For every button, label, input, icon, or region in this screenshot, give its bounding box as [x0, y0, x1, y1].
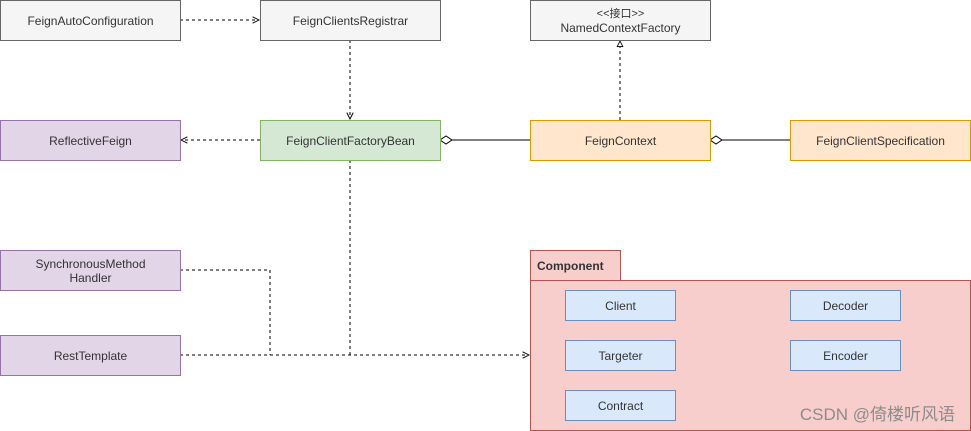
- node-label: FeignAutoConfiguration: [27, 13, 154, 28]
- aggregation-diamond-feigncontext: [709, 135, 723, 145]
- node-label: NamedContextFactory: [560, 20, 681, 35]
- component-item-targeter[interactable]: Targeter: [565, 340, 676, 371]
- node-reflective-feign[interactable]: ReflectiveFeign: [0, 120, 181, 161]
- node-feign-client-specification[interactable]: FeignClientSpecification: [790, 120, 971, 161]
- edge-synchandler-to-component: [180, 269, 271, 355]
- component-item-label: Decoder: [822, 298, 869, 313]
- node-feign-clients-registrar[interactable]: FeignClientsRegistrar: [260, 0, 441, 41]
- node-feign-auto-configuration[interactable]: FeignAutoConfiguration: [0, 0, 181, 41]
- node-label: ReflectiveFeign: [49, 133, 132, 148]
- component-item-label: Contract: [597, 398, 644, 413]
- component-item-decoder[interactable]: Decoder: [790, 290, 901, 321]
- node-feign-context[interactable]: FeignContext: [530, 120, 711, 161]
- node-named-context-factory[interactable]: <<接口>> NamedContextFactory: [530, 0, 711, 41]
- node-synchronous-method-handler[interactable]: SynchronousMethod Handler: [0, 250, 181, 291]
- node-label: RestTemplate: [53, 348, 128, 363]
- node-label: FeignClientFactoryBean: [286, 133, 415, 148]
- component-item-contract[interactable]: Contract: [565, 390, 676, 421]
- watermark-text: CSDN @倚楼听风语: [799, 405, 955, 424]
- node-rest-template[interactable]: RestTemplate: [0, 335, 181, 376]
- node-label: FeignContext: [584, 133, 657, 148]
- component-item-label: Client: [605, 298, 636, 313]
- component-item-client[interactable]: Client: [565, 290, 676, 321]
- component-package-title: Component: [537, 258, 604, 273]
- component-package-tab[interactable]: Component: [530, 250, 621, 281]
- node-label-line2: Handler: [69, 270, 112, 285]
- stereotype-label: <<接口>>: [596, 7, 645, 20]
- component-item-label: Encoder: [823, 348, 868, 363]
- node-feign-client-factory-bean[interactable]: FeignClientFactoryBean: [260, 120, 441, 161]
- aggregation-diamond-factorybean: [439, 135, 453, 145]
- node-label: FeignClientsRegistrar: [292, 13, 409, 28]
- component-item-label: Targeter: [598, 348, 643, 363]
- node-label: FeignClientSpecification: [816, 133, 945, 148]
- node-label-line1: SynchronousMethod: [35, 256, 146, 271]
- component-item-encoder[interactable]: Encoder: [790, 340, 901, 371]
